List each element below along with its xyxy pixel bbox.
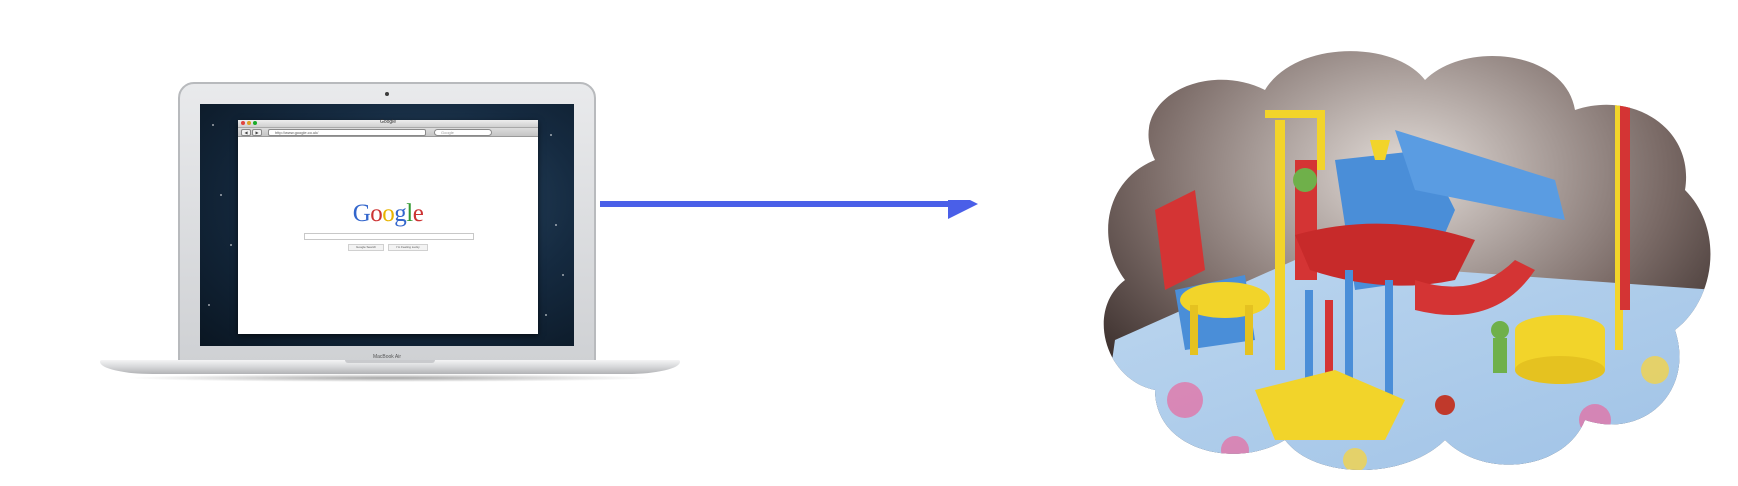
zoom-icon[interactable] bbox=[253, 121, 257, 125]
back-icon[interactable]: ◀ bbox=[241, 129, 251, 136]
minimize-icon[interactable] bbox=[247, 121, 251, 125]
logo-letter: e bbox=[412, 200, 424, 227]
browser-title: Google bbox=[379, 119, 397, 125]
logo-letter: G bbox=[352, 200, 371, 227]
bidirectional-arrow bbox=[600, 200, 978, 219]
browser-search-field[interactable]: Google bbox=[434, 129, 492, 136]
browser-titlebar: Google bbox=[238, 119, 538, 128]
forward-icon[interactable]: ▶ bbox=[252, 129, 262, 136]
browser-toolbar: ◀ ▶ http://www.google.co.uk/ Google bbox=[238, 128, 538, 137]
logo-letter: g bbox=[394, 200, 407, 227]
laptop-base bbox=[100, 360, 680, 374]
feeling-lucky-button[interactable]: I'm Feeling Lucky bbox=[388, 244, 428, 251]
browser-window: Google ◀ ▶ http://www.google.co.uk/ Goog… bbox=[238, 119, 538, 334]
camera-icon bbox=[385, 92, 389, 96]
laptop-shadow bbox=[125, 374, 655, 382]
laptop-screen: Google ◀ ▶ http://www.google.co.uk/ Goog… bbox=[200, 104, 574, 346]
google-search-input[interactable] bbox=[304, 233, 474, 240]
board-game-scene bbox=[1103, 51, 1711, 470]
google-logo: Google bbox=[238, 200, 538, 228]
logo-letter: o bbox=[382, 200, 395, 227]
laptop-notch bbox=[345, 360, 435, 363]
close-icon[interactable] bbox=[241, 121, 245, 125]
address-bar[interactable]: http://www.google.co.uk/ bbox=[268, 129, 426, 136]
google-search-button[interactable]: Google Search bbox=[348, 244, 384, 251]
logo-letter: o bbox=[370, 200, 383, 227]
logo-letter: l bbox=[406, 200, 413, 227]
thought-cloud bbox=[1103, 51, 1711, 470]
laptop-lid: Google ◀ ▶ http://www.google.co.uk/ Goog… bbox=[178, 82, 596, 364]
laptop-illustration: Google ◀ ▶ http://www.google.co.uk/ Goog… bbox=[100, 78, 680, 393]
model-label: MacBook Air bbox=[372, 354, 402, 360]
